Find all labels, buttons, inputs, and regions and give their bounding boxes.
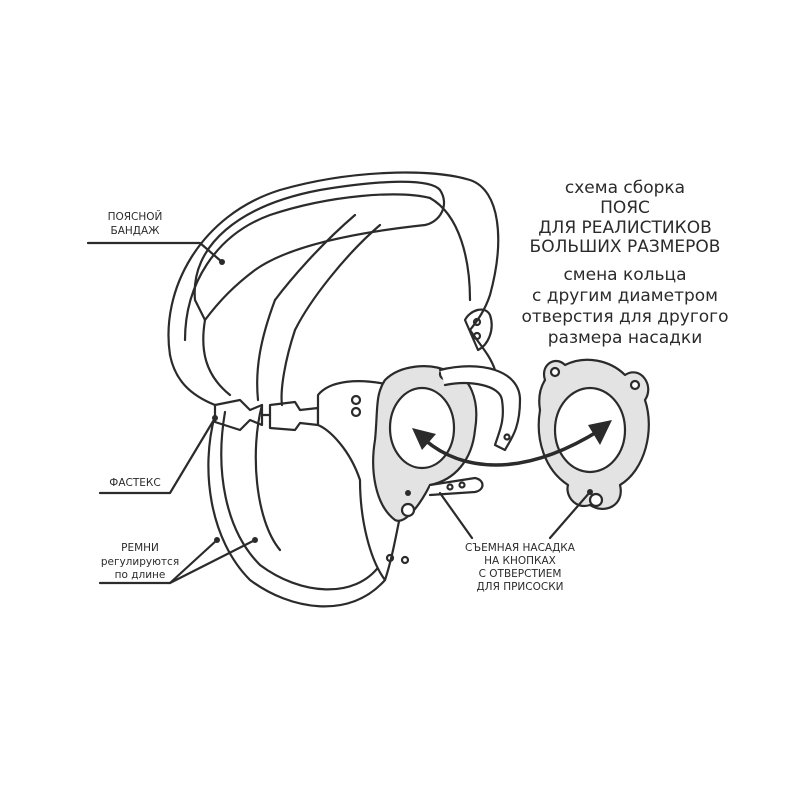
- straps-label: регулируются: [100, 556, 180, 568]
- waist-belt: [167, 171, 500, 357]
- attachment-label: ДЛЯ ПРИСОСКИ: [476, 581, 564, 593]
- strap-inner: [254, 403, 282, 552]
- straps-label: по длине: [114, 569, 166, 581]
- straps-label: РЕМНИ: [121, 542, 159, 554]
- diagram-title-line: ПОЯС: [600, 198, 650, 218]
- diagram-title-line: ДЛЯ РЕАЛИСТИКОВ: [538, 218, 712, 238]
- waistband-label: БАНДАЖ: [110, 225, 160, 237]
- subtitle-line: размера насадки: [547, 328, 703, 348]
- diagram-title-line: БОЛЬШИХ РАЗМЕРОВ: [529, 237, 721, 257]
- arrowheads: [412, 420, 612, 450]
- strap-outer: [207, 413, 387, 608]
- subtitle-line: смена кольца: [563, 265, 687, 285]
- waistband-pad: [193, 180, 446, 322]
- diagram-title-line: схема сборка: [564, 178, 686, 198]
- swap-arrow: [423, 428, 602, 467]
- buckle-label: ФАСТЕКС: [109, 477, 161, 489]
- attachment-label: С ОТВЕРСТИЕМ: [478, 568, 562, 580]
- waistband-label: ПОЯСНОЙ: [107, 211, 163, 223]
- subtitle-line: отверстия для другого: [521, 307, 729, 327]
- attachment-label: НА КНОПКАХ: [484, 555, 556, 567]
- attachment-label: СЪЕМНАЯ НАСАДКА: [465, 542, 575, 554]
- subtitle-line: с другим диаметром: [532, 286, 718, 306]
- buckle: [213, 398, 320, 432]
